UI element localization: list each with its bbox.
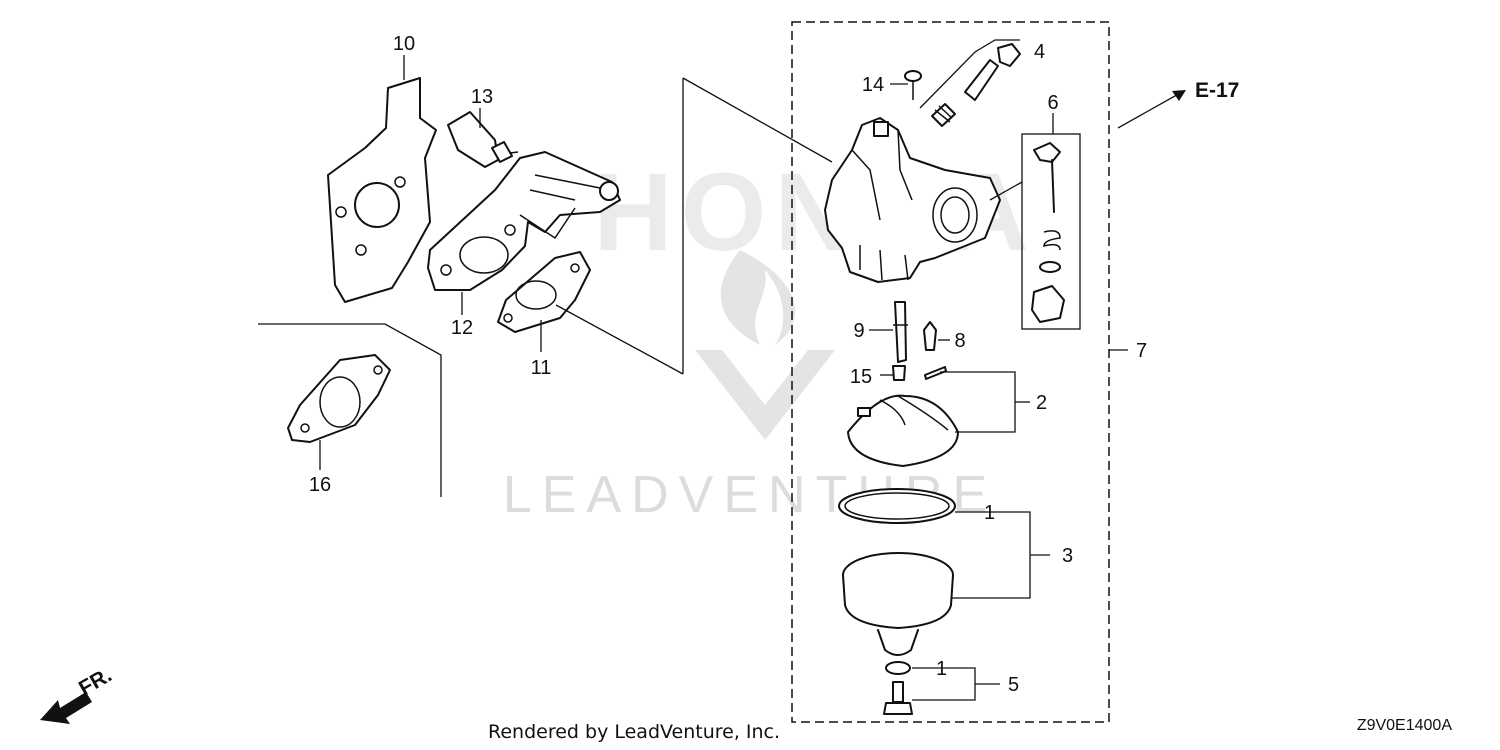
callout-9: 9 [853,320,864,342]
part-8-jet [923,321,937,351]
part-4-screw-set [919,39,1021,127]
callout-2: 2 [1036,392,1047,414]
callout-4: 4 [1034,41,1045,63]
assembly-frame [791,21,1110,723]
callout-14: 14 [862,74,884,96]
part-10-gasket [327,77,437,303]
part-11-gasket [497,251,591,333]
part-13-valve [447,111,519,168]
callout-6: 6 [1047,92,1058,114]
callout-8: 8 [954,330,965,352]
footer-credit: Rendered by LeadVenture, Inc. [488,721,780,743]
front-arrow-icon [40,692,92,724]
callout-5: 5 [1008,674,1019,696]
callout-15: 15 [850,366,872,388]
kit-frame [1021,133,1081,330]
part-6-kit [1021,133,1081,330]
float-pin [924,366,947,380]
carburetor-body [824,117,1001,283]
watermark-v-icon [695,350,835,440]
reference-label[interactable]: E-17 [1195,79,1239,102]
watermark-logo-icon [720,250,796,345]
callout-1-oring: 1 [984,502,995,524]
part-1-o-ring-inner [844,492,950,520]
callout-7: 7 [1136,340,1147,362]
leader-lines [319,55,1128,701]
reference-link[interactable]: E-17 [1117,79,1239,129]
callout-11: 11 [531,357,552,379]
part-3-float-bowl [842,552,954,656]
part-12-insulator [427,151,621,291]
front-marker: FR. [40,663,116,724]
callout-3: 3 [1062,545,1073,567]
callout-13: 13 [471,86,493,108]
group-bracket-line [258,323,442,497]
part-14-screw [904,70,922,100]
part-5-bolt [883,661,913,715]
diagram-code: Z9V0E1400A [1357,717,1453,734]
part-2-float [847,394,959,467]
callout-10: 10 [393,33,415,55]
part-9-tube [893,301,908,363]
front-label: FR. [75,663,116,700]
part-16-spacer [287,354,391,443]
part-1-o-ring [838,488,956,524]
callout-12: 12 [451,317,473,339]
callout-1-washer: 1 [936,658,947,680]
part-15-jet [892,365,906,381]
callout-16: 16 [309,474,331,496]
arrow-icon [1172,90,1186,101]
